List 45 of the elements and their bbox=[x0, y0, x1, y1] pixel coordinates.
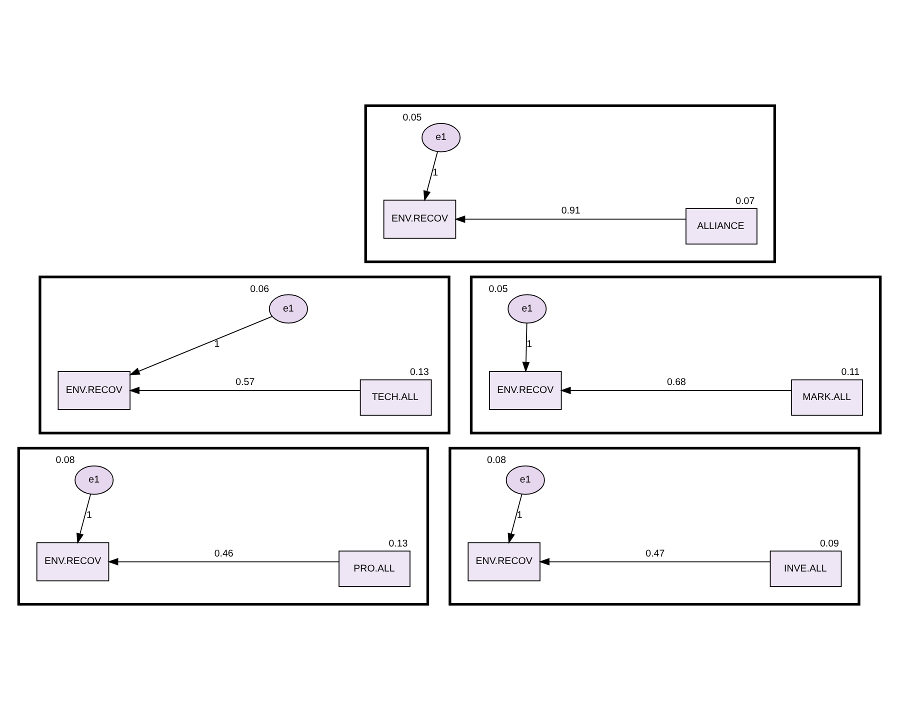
cluster bbox=[38, 275, 450, 434]
node-box: ENV.RECOV bbox=[468, 542, 540, 581]
node-label: 0.13 bbox=[410, 366, 429, 378]
node-box: ENV.RECOV bbox=[36, 542, 110, 581]
arrow bbox=[129, 315, 273, 375]
arrow bbox=[454, 215, 686, 222]
edge-label: 1 bbox=[526, 338, 532, 350]
node-label: 0.05 bbox=[402, 112, 422, 124]
node-ellipse: e1 bbox=[422, 122, 461, 152]
node-ellipse: e1 bbox=[268, 294, 308, 323]
edge-label: 1 bbox=[516, 510, 522, 521]
node-label: 0.08 bbox=[56, 454, 75, 466]
node-box: ENV.RECOV bbox=[383, 199, 456, 238]
node-label: 0.06 bbox=[250, 283, 270, 294]
node-label: 0.07 bbox=[736, 195, 755, 206]
cluster bbox=[470, 275, 882, 434]
arrow bbox=[522, 322, 530, 372]
arrow bbox=[560, 386, 792, 394]
edge-label: 1 bbox=[432, 167, 438, 178]
node-box: ENV.RECOV bbox=[58, 370, 130, 410]
arrow bbox=[538, 558, 771, 565]
arrow bbox=[508, 493, 522, 544]
cluster bbox=[17, 446, 430, 606]
edge-label: 0.68 bbox=[666, 376, 686, 388]
arrow bbox=[76, 493, 92, 544]
arrow bbox=[108, 558, 340, 565]
edge-label: 1 bbox=[86, 510, 92, 521]
node-label: 0.09 bbox=[820, 538, 839, 549]
edge-label: 0.91 bbox=[561, 205, 580, 216]
cluster bbox=[448, 446, 860, 606]
edge-label: 0.57 bbox=[236, 376, 255, 388]
node-box: ENV.RECOV bbox=[488, 370, 562, 410]
node-label: 0.05 bbox=[488, 283, 508, 294]
node-ellipse: e1 bbox=[506, 464, 545, 494]
node-label: 0.08 bbox=[487, 454, 506, 466]
edge-label: 0.46 bbox=[214, 548, 234, 559]
node-ellipse: e1 bbox=[74, 464, 114, 494]
node-label: 0.11 bbox=[841, 366, 860, 378]
arrow bbox=[423, 150, 438, 201]
node-label: 0.13 bbox=[388, 538, 408, 549]
edge-label: 1 bbox=[214, 338, 220, 350]
edge-label: 0.47 bbox=[646, 548, 665, 559]
arrow bbox=[128, 386, 361, 394]
cluster bbox=[364, 104, 776, 263]
node-ellipse: e1 bbox=[508, 294, 547, 323]
